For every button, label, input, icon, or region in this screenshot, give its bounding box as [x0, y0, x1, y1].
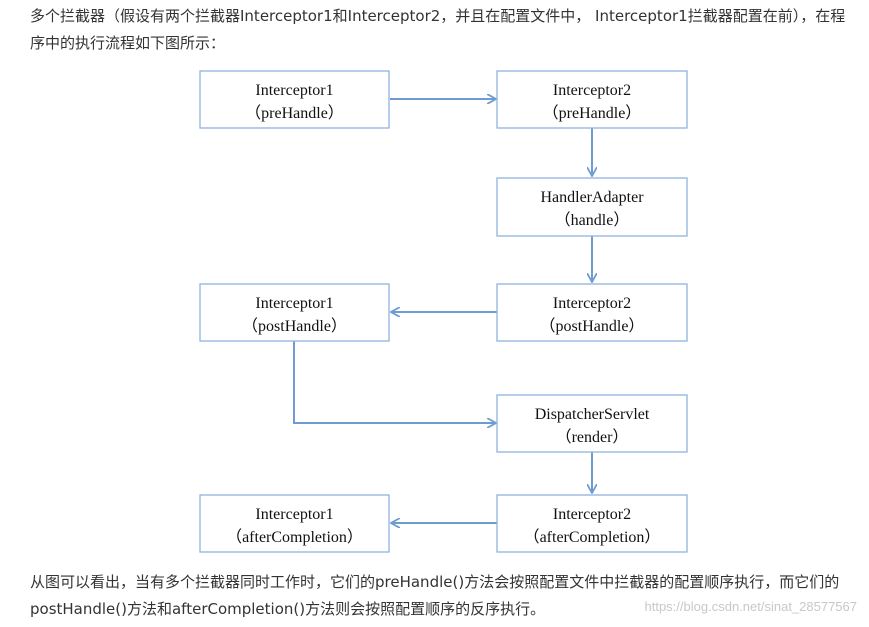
- summary-paragraph: 从图可以看出，当有多个拦截器同时工作时，它们的preHandle()方法会按照配…: [30, 573, 840, 618]
- node-title: Interceptor1: [255, 295, 333, 312]
- watermark: https://blog.csdn.net/sinat_28577567: [644, 599, 858, 614]
- node-interceptor2-aftercompletion: Interceptor2 （afterCompletion）: [496, 494, 688, 553]
- node-title: DispatcherServlet: [535, 406, 650, 423]
- node-method: （preHandle）: [543, 104, 642, 122]
- node-title: Interceptor1: [255, 82, 333, 99]
- node-method: （preHandle）: [245, 104, 344, 122]
- node-title: Interceptor1: [255, 506, 333, 523]
- node-method: （afterCompletion）: [226, 528, 363, 546]
- node-handleradapter-handle: HandlerAdapter （handle）: [496, 177, 688, 237]
- flow-edges: [293, 99, 592, 523]
- node-title: Interceptor2: [553, 82, 631, 99]
- node-interceptor1-posthandle: Interceptor1 （postHandle）: [199, 283, 390, 342]
- node-title: Interceptor2: [553, 295, 631, 312]
- node-interceptor2-posthandle: Interceptor2 （postHandle）: [496, 283, 688, 342]
- arrow-i1post-to-servlet: [293, 341, 495, 423]
- node-interceptor1-aftercompletion: Interceptor1 （afterCompletion）: [199, 494, 390, 553]
- node-dispatcherservlet-render: DispatcherServlet （render）: [496, 394, 688, 453]
- node-method: （render）: [556, 428, 629, 446]
- intro-paragraph: 多个拦截器（假设有两个拦截器Interceptor1和Interceptor2，…: [30, 7, 846, 52]
- node-method: （postHandle）: [242, 317, 347, 335]
- node-method: （afterCompletion）: [524, 528, 661, 546]
- node-method: （postHandle）: [540, 317, 645, 335]
- node-title: Interceptor2: [553, 506, 631, 523]
- node-method: （handle）: [555, 211, 630, 229]
- node-title: HandlerAdapter: [540, 189, 644, 206]
- node-interceptor2-prehandle: Interceptor2 （preHandle）: [496, 70, 688, 129]
- node-interceptor1-prehandle: Interceptor1 （preHandle）: [199, 70, 390, 129]
